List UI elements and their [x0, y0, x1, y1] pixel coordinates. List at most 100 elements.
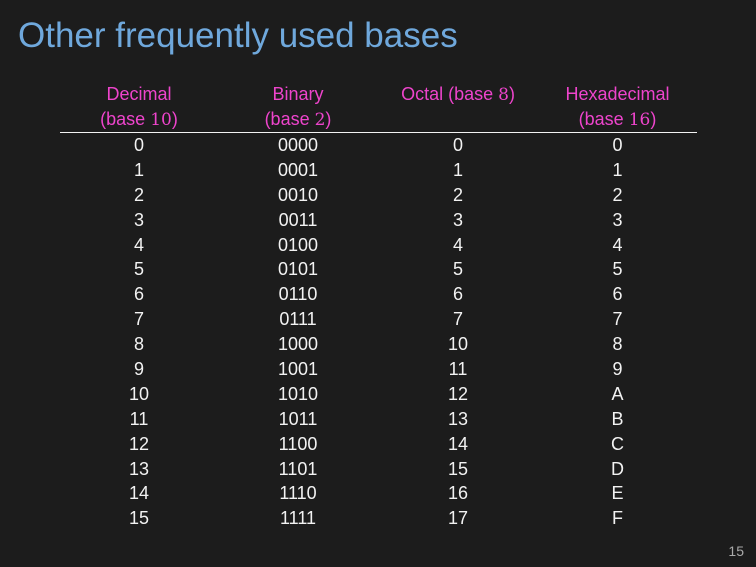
cell-decimal: 8 [133, 334, 144, 355]
cell-decimal: 12 [128, 433, 150, 454]
cell-octal: 6 [452, 284, 463, 305]
cell-hex: 3 [612, 209, 623, 230]
cell-octal: 16 [447, 483, 469, 504]
page-number: 15 [728, 543, 744, 559]
cell-octal: 12 [447, 383, 469, 404]
cell-hex: B [611, 408, 624, 429]
cell-hex: 0 [612, 135, 623, 155]
header-hex-line2: (base 16) [538, 107, 697, 132]
cell-binary: 1111 [279, 508, 317, 529]
cell-octal: 4 [452, 234, 463, 255]
header-decimal-suffix: ) [171, 109, 178, 129]
cell-hex: A [611, 383, 624, 404]
cell-binary: 0111 [279, 309, 317, 330]
table-row: 7 0111 7 7 [60, 307, 697, 332]
cell-hex: 4 [612, 234, 623, 255]
cell-hex: 8 [612, 334, 623, 355]
cell-hex: 1 [612, 159, 623, 180]
table-row: 13 1101 15 D [60, 457, 697, 482]
cell-decimal: 0 [133, 135, 144, 155]
cell-binary: 0110 [278, 284, 318, 305]
cell-decimal: 15 [128, 508, 150, 529]
cell-binary: 0100 [277, 234, 319, 255]
cell-octal: 17 [447, 508, 469, 529]
table-header: Decimal (base 10) Binary (base 2) Octal … [60, 82, 697, 132]
cell-binary: 1011 [278, 408, 318, 429]
cell-decimal: 13 [128, 458, 150, 479]
header-hex-suffix: ) [650, 109, 657, 129]
table-row: 3 0011 3 3 [60, 208, 697, 233]
cell-decimal: 10 [128, 383, 150, 404]
cell-binary: 1000 [277, 334, 319, 355]
header-octal: Octal (base 8) [378, 82, 538, 107]
cell-binary: 1110 [279, 483, 317, 504]
header-binary-line2: (base 2) [218, 107, 378, 132]
cell-octal: 10 [447, 334, 469, 355]
cell-octal: 15 [447, 458, 469, 479]
table-row: 8 1000 10 8 [60, 332, 697, 357]
header-hexadecimal: Hexadecimal (base 16) [538, 82, 697, 132]
cell-binary: 0001 [277, 159, 319, 180]
header-hex-prefix: (base [578, 109, 629, 129]
header-hex-line1: Hexadecimal [565, 84, 670, 104]
cell-decimal: 7 [133, 309, 144, 330]
header-decimal-line2: (base 10) [60, 107, 218, 132]
cell-hex: 2 [612, 184, 623, 205]
cell-hex: 5 [612, 259, 623, 280]
header-binary-prefix: (base [264, 109, 315, 129]
cell-octal: 7 [452, 309, 463, 330]
cell-hex: E [611, 483, 624, 504]
cell-binary: 0010 [277, 184, 319, 205]
cell-hex: 7 [612, 309, 623, 330]
cell-binary: 0011 [278, 209, 318, 230]
cell-binary: 1010 [277, 383, 319, 404]
cell-hex: F [612, 508, 623, 529]
cell-binary: 0000 [277, 135, 319, 155]
header-binary: Binary (base 2) [218, 82, 378, 132]
table-row: 12 1100 14 C [60, 432, 697, 457]
table-row: 14 1110 16 E [60, 481, 697, 506]
cell-decimal: 11 [129, 408, 149, 429]
cell-hex: 9 [612, 359, 623, 380]
table-row: 1 0001 1 1 [60, 158, 697, 183]
header-binary-line1: Binary [272, 84, 324, 104]
header-octal-suffix: ) [508, 84, 515, 104]
bases-table: Decimal (base 10) Binary (base 2) Octal … [60, 82, 697, 531]
cell-octal: 3 [452, 209, 463, 230]
cell-decimal: 9 [133, 359, 144, 380]
header-octal-base: 8 [498, 85, 509, 105]
header-decimal-base: 10 [150, 110, 172, 130]
header-hex-base: 16 [628, 110, 651, 130]
cell-decimal: 14 [128, 483, 150, 504]
cell-hex: C [611, 433, 624, 454]
header-decimal-prefix: (base [100, 109, 151, 129]
cell-decimal: 6 [133, 284, 144, 305]
cell-binary: 1101 [278, 458, 318, 479]
cell-binary: 0101 [277, 259, 319, 280]
header-binary-suffix: ) [325, 109, 332, 129]
cell-binary: 1001 [277, 359, 319, 380]
slide-title: Other frequently used bases [18, 16, 458, 55]
cell-binary: 1100 [278, 433, 318, 454]
header-decimal-line1: Decimal [106, 84, 172, 104]
cell-decimal: 3 [133, 209, 144, 230]
cell-hex: 6 [612, 284, 623, 305]
header-rule [60, 132, 697, 133]
cell-octal: 1 [452, 159, 463, 180]
cell-octal: 14 [447, 433, 469, 454]
header-decimal: Decimal (base 10) [60, 82, 218, 132]
header-octal-prefix: Octal (base [401, 84, 499, 104]
cell-octal: 0 [452, 135, 463, 155]
cell-octal: 5 [452, 259, 463, 280]
table-row: 6 0110 6 6 [60, 282, 697, 307]
cell-hex: D [611, 458, 624, 479]
cell-octal: 2 [452, 184, 463, 205]
cell-decimal: 1 [133, 159, 144, 180]
header-octal-line1: Octal (base 8) [378, 82, 538, 107]
